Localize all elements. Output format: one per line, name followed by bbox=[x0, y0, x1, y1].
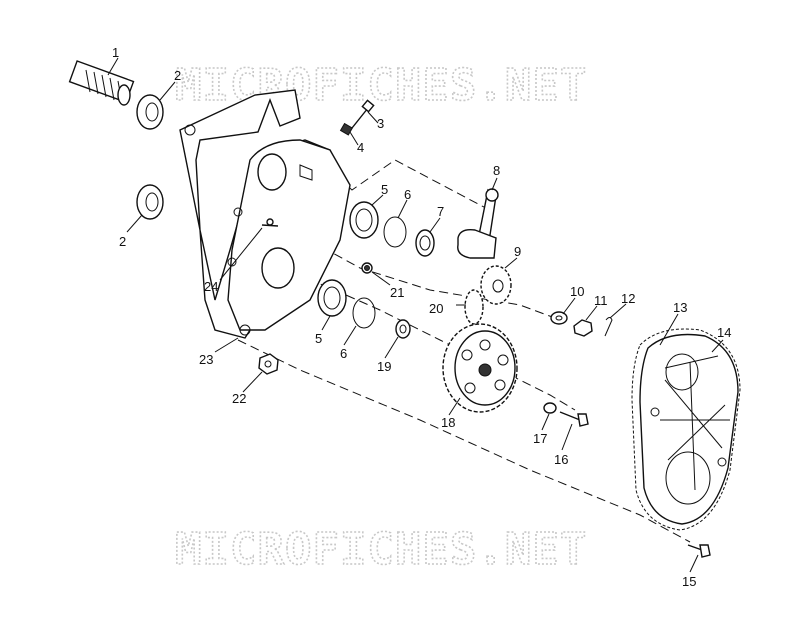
upper-sprocket-part-9 bbox=[480, 265, 512, 305]
ring-part-6-lower bbox=[352, 297, 376, 329]
bolt-part-16 bbox=[559, 411, 589, 427]
callout-6-lower: 6 bbox=[340, 346, 347, 361]
nut-part-21 bbox=[361, 262, 373, 274]
pin-part-24 bbox=[261, 218, 279, 227]
callout-15: 15 bbox=[682, 574, 696, 589]
bearing-part-5-lower bbox=[317, 279, 347, 317]
seal-part-2-lower bbox=[136, 184, 164, 220]
washer-part-19 bbox=[395, 319, 411, 339]
callout-9: 9 bbox=[514, 244, 521, 259]
bolt-part-15 bbox=[687, 544, 711, 558]
chaincase-cover-part-14 bbox=[639, 333, 739, 525]
callout-11: 11 bbox=[594, 293, 608, 308]
bushing-part-7 bbox=[415, 229, 435, 257]
callout-23: 23 bbox=[199, 352, 213, 367]
watermark-bottom: MICROFICHES.NET bbox=[175, 524, 587, 575]
callout-16: 16 bbox=[554, 452, 568, 467]
callout-18: 18 bbox=[441, 415, 455, 430]
large-sprocket-part-18 bbox=[442, 323, 518, 413]
callout-17: 17 bbox=[533, 431, 547, 446]
cover-gasket-part-13 bbox=[631, 328, 741, 531]
washer-part-10 bbox=[550, 311, 568, 325]
nut-part-4 bbox=[339, 122, 354, 136]
bearing-part-5-upper bbox=[349, 201, 379, 239]
callout-4: 4 bbox=[357, 140, 364, 155]
callout-7: 7 bbox=[437, 204, 444, 219]
callout-10: 10 bbox=[570, 284, 584, 299]
seal-part-2-upper bbox=[136, 94, 164, 130]
shaft-part-1 bbox=[68, 60, 135, 106]
ring-part-6-upper bbox=[383, 216, 407, 248]
callout-5-lower: 5 bbox=[315, 331, 322, 346]
washer-part-17 bbox=[543, 402, 557, 414]
callout-2-upper: 2 bbox=[174, 68, 181, 83]
cotter-pin-part-12 bbox=[604, 317, 613, 337]
callout-22: 22 bbox=[232, 391, 246, 406]
callout-8: 8 bbox=[493, 163, 500, 178]
nut-part-11 bbox=[573, 319, 593, 337]
callout-1: 1 bbox=[112, 45, 119, 60]
callout-13: 13 bbox=[673, 300, 687, 315]
callout-21: 21 bbox=[390, 285, 404, 300]
callout-5-upper: 5 bbox=[381, 182, 388, 197]
callout-6-upper: 6 bbox=[404, 187, 411, 202]
chaincase-housing-part-23 bbox=[179, 89, 351, 339]
callout-24: 24 bbox=[204, 279, 218, 294]
callout-14: 14 bbox=[717, 325, 731, 340]
callout-19: 19 bbox=[377, 359, 391, 374]
nut-part-22 bbox=[258, 353, 279, 375]
callout-labels: 1 2 2 3 4 5 5 6 6 7 8 9 10 11 12 13 14 1… bbox=[112, 45, 731, 589]
callout-12: 12 bbox=[621, 291, 635, 306]
tensioner-arm-part-8 bbox=[457, 188, 499, 259]
small-sprocket-part-20 bbox=[464, 289, 484, 325]
leader-lines bbox=[107, 57, 724, 573]
callout-3: 3 bbox=[377, 116, 384, 131]
callout-2-lower: 2 bbox=[119, 234, 126, 249]
callout-20: 20 bbox=[429, 301, 443, 316]
bolt-part-3 bbox=[351, 99, 375, 129]
